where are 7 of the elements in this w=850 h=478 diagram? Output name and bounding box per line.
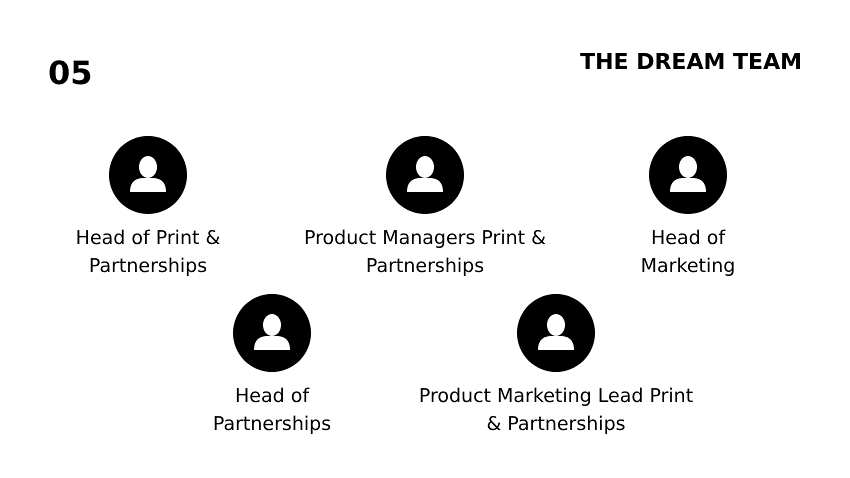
role-title: Product Marketing Lead Print & Partnerships [418, 384, 694, 437]
role-title: Head of Marketing [640, 226, 736, 279]
role-title: Head of Partnerships [212, 384, 332, 437]
role-title: Product Managers Print & Partnerships [303, 226, 547, 279]
role-title: Head of Print & Partnerships [74, 226, 222, 279]
slide-number: 05 [48, 54, 93, 92]
slide-title: THE DREAM TEAM [580, 50, 802, 75]
